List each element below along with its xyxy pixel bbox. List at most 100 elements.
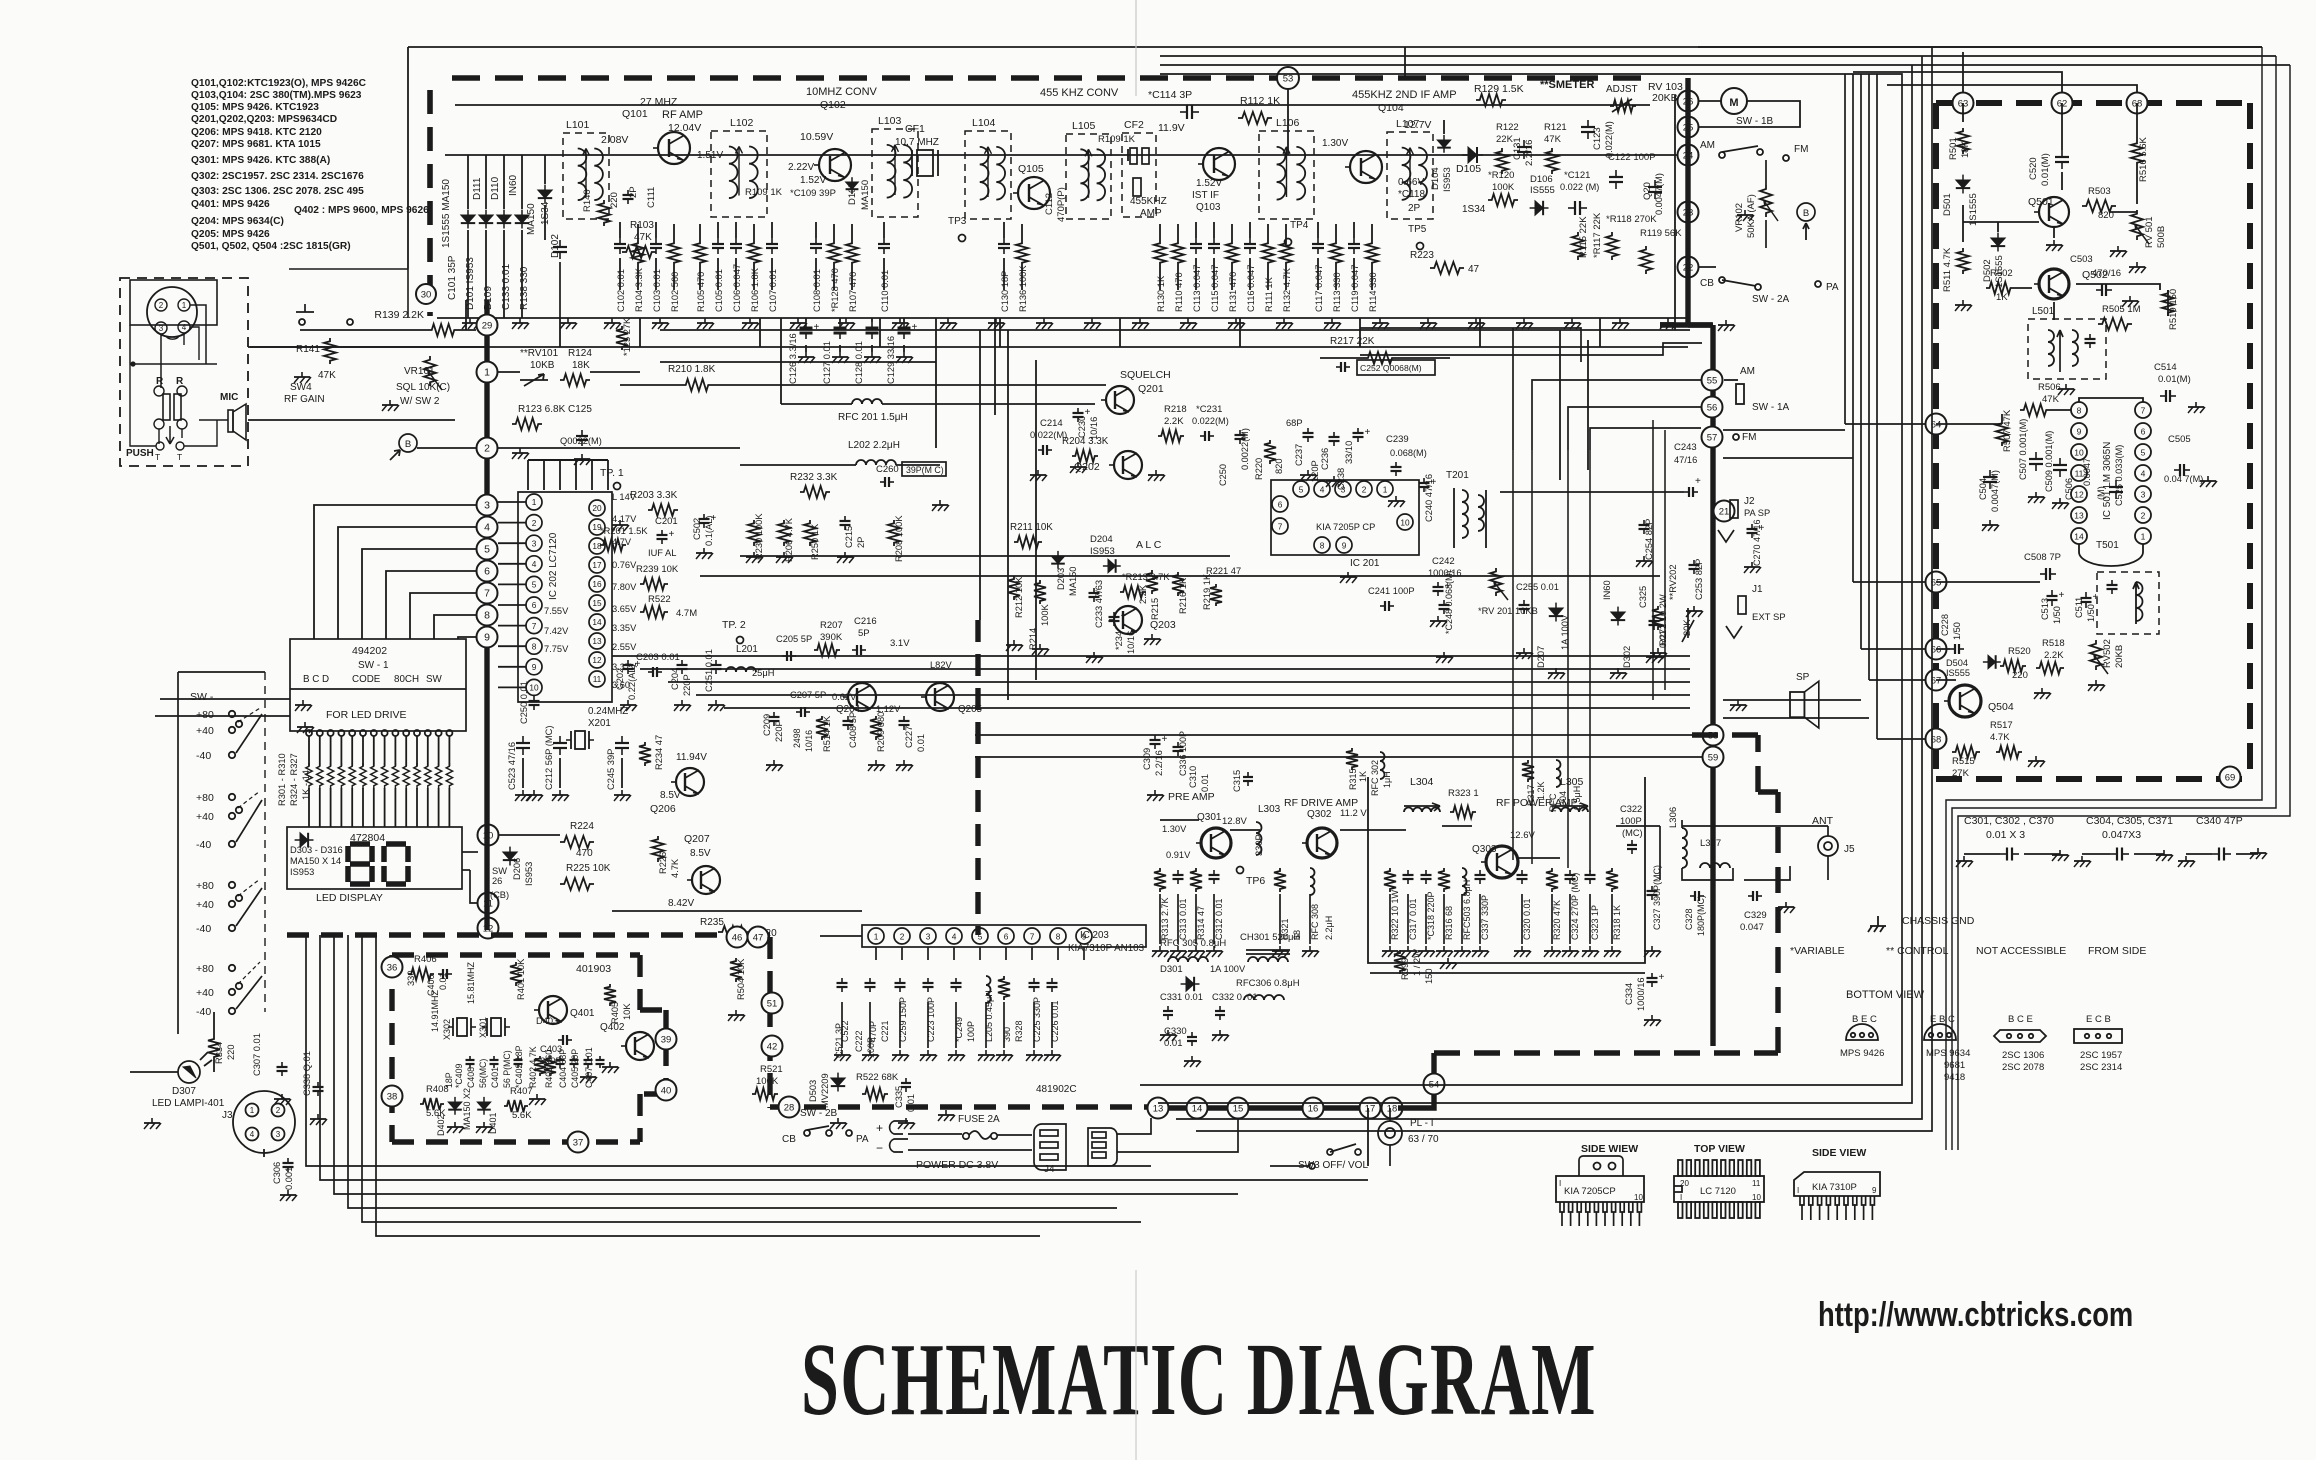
svg-text:2SC 2078: 2SC 2078 [2002,1062,2044,1073]
svg-text:51: 51 [767,999,778,1010]
svg-text:0.76V: 0.76V [612,560,637,570]
svg-text:C130 18P: C130 18P [1000,271,1010,312]
svg-text:M: M [1729,97,1738,109]
svg-text:C201: C201 [655,516,678,527]
svg-text:R218: R218 [1164,404,1187,415]
svg-text:C521 3P: C521 3P [834,1023,844,1058]
svg-text:56(MC): 56(MC) [478,1059,488,1088]
svg-text:R503: R503 [2088,186,2111,197]
svg-text:13: 13 [592,636,602,646]
svg-text:27K: 27K [1952,768,1970,779]
svg-text:3: 3 [276,1130,281,1139]
svg-text:10/16: 10/16 [1126,631,1136,654]
svg-text:1K: 1K [1996,292,2008,303]
svg-text:LED DISPLAY: LED DISPLAY [316,892,383,904]
svg-text:47: 47 [1468,264,1480,275]
svg-text:C230: C230 [1077,416,1087,438]
svg-text:SW - 1: SW - 1 [358,660,389,671]
svg-text:SCHEMATIC DIAGRAM: SCHEMATIC DIAGRAM [801,1323,1597,1438]
svg-text:*R118 270K: *R118 270K [1606,214,1657,225]
svg-text:R107 470: R107 470 [848,272,858,312]
svg-text:C522: C522 [840,1020,850,1042]
svg-text:IS555: IS555 [1946,668,1970,678]
svg-text:C504: C504 [1978,478,1988,500]
svg-text:6: 6 [484,566,490,578]
svg-text:2.2K: 2.2K [1138,584,1148,604]
svg-text:Q105: MPS 9426. KTC1923: Q105: MPS 9426. KTC1923 [191,102,319,113]
svg-text:C106 0.047: C106 0.047 [732,264,742,312]
svg-text:4.17V: 4.17V [612,514,637,524]
svg-text:5: 5 [532,580,537,590]
svg-text:68P: 68P [1286,418,1303,428]
svg-text:C508 7P: C508 7P [2024,552,2061,563]
svg-text:R132 4.7K: R132 4.7K [1282,267,1292,312]
svg-text:4: 4 [2141,468,2146,478]
svg-text:820: 820 [1274,458,1284,474]
svg-text:PL - I: PL - I [1410,1118,1434,1129]
svg-text:1μH: 1μH [1382,771,1392,788]
svg-text:R131 470: R131 470 [1228,272,1238,312]
svg-text:6: 6 [532,600,537,610]
svg-text:14: 14 [1192,1104,1203,1115]
svg-text:L104: L104 [972,117,996,129]
svg-text:SW - 2B: SW - 2B [800,1108,838,1119]
svg-text:R520: R520 [2008,646,2031,657]
svg-text:4: 4 [952,931,957,941]
svg-text:R124: R124 [568,348,592,359]
svg-text:67: 67 [1931,676,1942,687]
svg-text:C115 0.047: C115 0.047 [1210,265,1220,312]
svg-text:820: 820 [2098,210,2114,221]
svg-text:J4: J4 [1044,1164,1055,1175]
svg-text:R: R [176,376,184,387]
svg-text:4.7M: 4.7M [676,608,697,619]
svg-text:CF2: CF2 [1124,119,1144,131]
svg-text:1.12V: 1.12V [876,704,901,714]
svg-text:R507 47K: R507 47K [2002,409,2013,452]
svg-text:CB: CB [782,1134,796,1145]
svg-text:Q101: Q101 [622,108,648,120]
svg-text:D105: D105 [1456,163,1481,175]
svg-text:9: 9 [1342,540,1347,550]
svg-text:11.9V: 11.9V [1158,122,1185,134]
svg-text:POWER DC 3.8V: POWER DC 3.8V [916,1159,998,1171]
svg-text:15: 15 [1233,1104,1244,1115]
svg-text:0.022(M): 0.022(M) [1604,121,1614,158]
svg-text:C250: C250 [1218,464,1228,486]
svg-text:1K: 1K [1358,771,1368,782]
svg-text:R401 10K: R401 10K [516,958,526,1000]
svg-text:3: 3 [532,538,537,548]
svg-text:C322: C322 [1620,804,1642,814]
svg-text:C405 20P: C405 20P [570,1049,580,1088]
svg-text:64: 64 [1931,420,1942,431]
svg-text:C205 5P: C205 5P [776,634,812,644]
svg-text:RF DRIVE AMP: RF DRIVE AMP [1284,797,1358,809]
svg-text:D110: D110 [490,176,501,200]
svg-text:SW: SW [492,866,507,876]
svg-text:IN60: IN60 [508,174,519,196]
svg-text:C251 0.01: C251 0.01 [704,649,714,692]
svg-text:Q401: MPS 9426: Q401: MPS 9426 [191,199,270,210]
svg-text:C312 0.01: C312 0.01 [1214,898,1224,940]
svg-text:R217 22K: R217 22K [1330,336,1375,347]
svg-text:4.7V: 4.7V [612,537,632,547]
svg-text:14.91MHZ: 14.91MHZ [430,989,440,1032]
svg-text:R317: R317 [1526,784,1536,806]
svg-text:R111 1K: R111 1K [1264,276,1274,312]
svg-text:MA150: MA150 [526,203,537,235]
svg-text:11: 11 [1752,1179,1761,1188]
svg-text:L102: L102 [730,117,754,129]
svg-text:1S1555: 1S1555 [1968,193,1979,226]
svg-text:R104 3.3K: R104 3.3K [634,267,644,312]
svg-text:C227: C227 [904,726,914,748]
svg-text:C259 150P: C259 150P [898,997,908,1042]
svg-text:0.0047(M): 0.0047(M) [1990,470,2000,512]
svg-text:C304, C305, C371: C304, C305, C371 [2086,815,2173,827]
svg-text:20: 20 [592,503,602,513]
svg-text:J2: J2 [1744,496,1755,507]
svg-text:470P(P): 470P(P) [1056,187,1067,222]
svg-text:C129 33/16: C129 33/16 [886,336,896,384]
svg-text:Q401: Q401 [570,1008,595,1019]
svg-text:J3: J3 [222,1110,233,1121]
svg-text:*C114 3P: *C114 3P [1148,89,1192,101]
svg-text:7: 7 [2141,405,2146,415]
